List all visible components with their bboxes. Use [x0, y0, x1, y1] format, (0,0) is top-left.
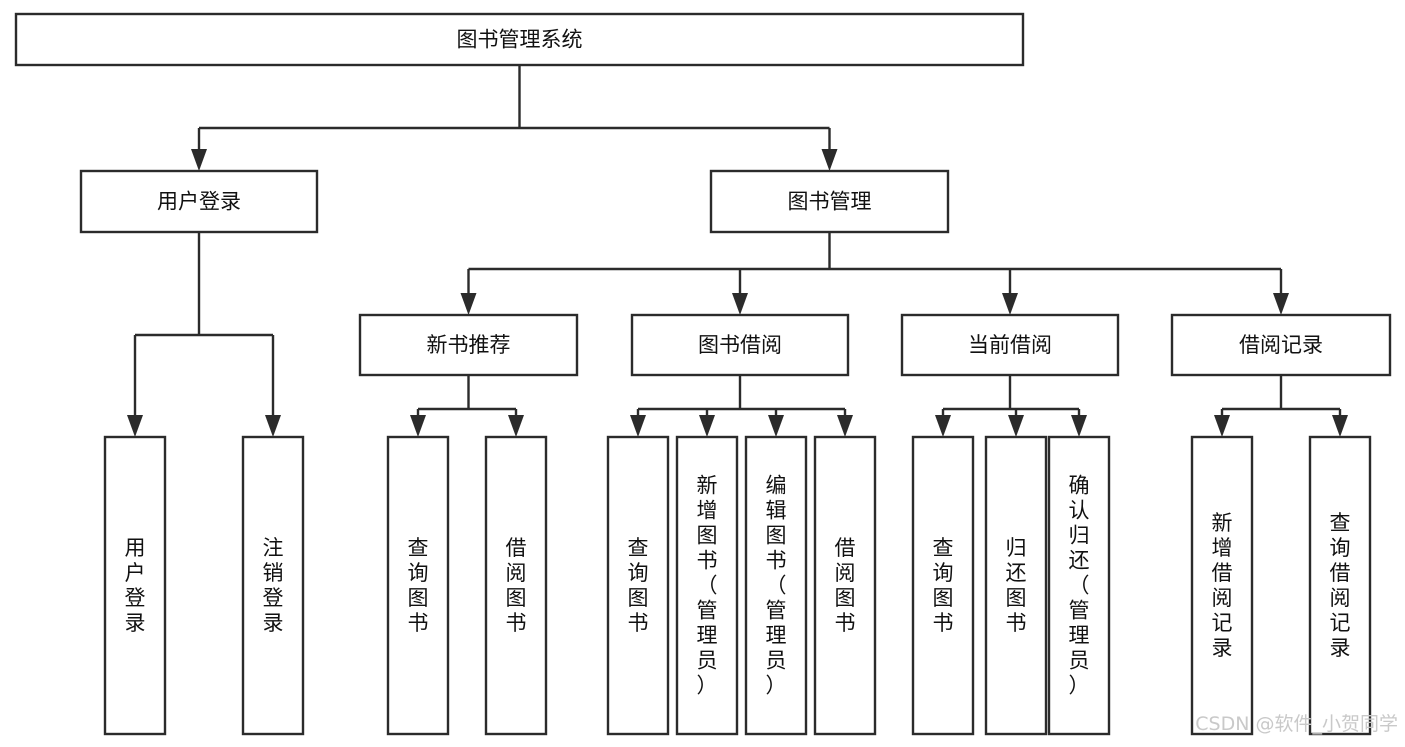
- node-borrow-record-label: 借阅记录: [1239, 333, 1323, 357]
- node-leaf-query-book-borrow-label: 查询图书: [628, 536, 649, 635]
- bus-user-login-to-leaves: [127, 232, 281, 437]
- arrow-down-icon: [1008, 415, 1024, 437]
- node-leaf-query-book-rec-box: [386, 435, 450, 736]
- node-leaf-borrow-book-box: [813, 435, 877, 736]
- arrow-down-icon: [1214, 415, 1230, 437]
- node-book-borrow[interactable]: 图书借阅: [630, 313, 850, 377]
- node-user-login-label: 用户登录: [157, 190, 241, 214]
- arrow-down-icon: [1002, 293, 1018, 315]
- node-layer: 图书管理系统用户登录图书管理新书推荐图书借阅当前借阅借阅记录用户登录注销登录查询…: [14, 12, 1392, 736]
- node-current-borrow[interactable]: 当前借阅: [900, 313, 1120, 377]
- node-leaf-query-record-box: [1308, 435, 1372, 736]
- arrow-down-icon: [1071, 415, 1087, 437]
- arrow-down-icon: [127, 415, 143, 437]
- node-leaf-query-book-cur-box: [911, 435, 975, 736]
- node-current-borrow-box: [900, 313, 1120, 377]
- bus-root-to-level2: [191, 65, 838, 171]
- bus-new-book-rec-to-leaves: [410, 375, 524, 437]
- node-leaf-user-login[interactable]: 用户登录: [103, 435, 167, 736]
- node-leaf-user-login-label: 用户登录: [125, 536, 146, 635]
- node-leaf-query-book-cur[interactable]: 查询图书: [911, 435, 975, 736]
- node-root-system-box: [14, 12, 1025, 67]
- node-leaf-borrow-book-rec-label: 借阅图书: [506, 536, 527, 635]
- node-book-borrow-box: [630, 313, 850, 377]
- node-borrow-record-box: [1170, 313, 1392, 377]
- node-leaf-query-book-rec[interactable]: 查询图书: [386, 435, 450, 736]
- node-leaf-query-book-cur-label: 查询图书: [933, 536, 954, 635]
- node-book-manage-box: [709, 169, 950, 234]
- node-book-borrow-label: 图书借阅: [698, 333, 782, 357]
- node-book-manage[interactable]: 图书管理: [709, 169, 950, 234]
- bus-book-borrow-to-leaves: [630, 375, 853, 437]
- node-leaf-return-book-box: [984, 435, 1048, 736]
- arrow-down-icon: [768, 415, 784, 437]
- node-new-book-rec-label: 新书推荐: [427, 333, 511, 357]
- arrow-down-icon: [732, 293, 748, 315]
- node-leaf-confirm-return-box: [1047, 435, 1111, 736]
- node-leaf-query-book-borrow[interactable]: 查询图书: [606, 435, 670, 736]
- bus-current-borrow-to-leaves: [935, 375, 1087, 437]
- node-leaf-confirm-return-label: 确认归还（管理员）: [1069, 474, 1090, 698]
- node-leaf-confirm-return[interactable]: 确认归还（管理员）: [1047, 435, 1111, 736]
- node-leaf-return-book[interactable]: 归还图书: [984, 435, 1048, 736]
- node-leaf-borrow-book[interactable]: 借阅图书: [813, 435, 877, 736]
- node-root-system-label: 图书管理系统: [457, 28, 583, 52]
- node-leaf-query-book-rec-label: 查询图书: [408, 536, 429, 635]
- node-new-book-rec-box: [358, 313, 579, 377]
- node-root-system[interactable]: 图书管理系统: [14, 12, 1025, 67]
- node-user-login[interactable]: 用户登录: [79, 169, 319, 234]
- node-leaf-add-book-box: [675, 435, 739, 736]
- node-book-manage-label: 图书管理: [788, 190, 872, 214]
- arrow-down-icon: [1332, 415, 1348, 437]
- arrow-down-icon: [508, 415, 524, 437]
- node-new-book-rec[interactable]: 新书推荐: [358, 313, 579, 377]
- csdn-watermark: CSDN @软件_小贺同学: [1195, 713, 1398, 735]
- arrow-down-icon: [191, 149, 207, 171]
- node-user-login-box: [79, 169, 319, 234]
- arrow-down-icon: [265, 415, 281, 437]
- node-leaf-edit-book[interactable]: 编辑图书（管理员）: [744, 435, 808, 736]
- node-leaf-add-book[interactable]: 新增图书（管理员）: [675, 435, 739, 736]
- arrow-down-icon: [821, 149, 838, 171]
- node-leaf-user-logout-box: [241, 435, 305, 736]
- arrow-down-icon: [935, 415, 951, 437]
- node-leaf-borrow-book-rec-box: [484, 435, 548, 736]
- node-leaf-return-book-label: 归还图书: [1006, 536, 1027, 635]
- node-leaf-user-logout-label: 注销登录: [263, 536, 284, 635]
- node-leaf-edit-book-box: [744, 435, 808, 736]
- node-leaf-add-book-label: 新增图书（管理员）: [697, 474, 718, 698]
- node-borrow-record[interactable]: 借阅记录: [1170, 313, 1392, 377]
- node-leaf-borrow-book-label: 借阅图书: [835, 536, 856, 635]
- node-leaf-add-record-box: [1190, 435, 1254, 736]
- arrow-down-icon: [1273, 293, 1289, 315]
- node-leaf-edit-book-label: 编辑图书（管理员）: [766, 474, 787, 698]
- node-leaf-borrow-book-rec[interactable]: 借阅图书: [484, 435, 548, 736]
- arrow-down-icon: [699, 415, 715, 437]
- node-leaf-query-record[interactable]: 查询借阅记录: [1308, 435, 1372, 736]
- bus-book-manage-to-level3: [460, 232, 1289, 315]
- node-leaf-user-login-box: [103, 435, 167, 736]
- node-current-borrow-label: 当前借阅: [968, 333, 1052, 357]
- arrow-down-icon: [630, 415, 646, 437]
- arrow-down-icon: [460, 293, 477, 315]
- node-leaf-query-record-label: 查询借阅记录: [1330, 511, 1351, 660]
- node-leaf-query-book-borrow-box: [606, 435, 670, 736]
- node-leaf-user-logout[interactable]: 注销登录: [241, 435, 305, 736]
- bus-borrow-record-to-leaves: [1214, 375, 1348, 437]
- arrow-down-icon: [410, 415, 426, 437]
- node-leaf-add-record[interactable]: 新增借阅记录: [1190, 435, 1254, 736]
- connector-layer: [127, 65, 1348, 437]
- node-leaf-add-record-label: 新增借阅记录: [1212, 511, 1233, 660]
- arrow-down-icon: [837, 415, 853, 437]
